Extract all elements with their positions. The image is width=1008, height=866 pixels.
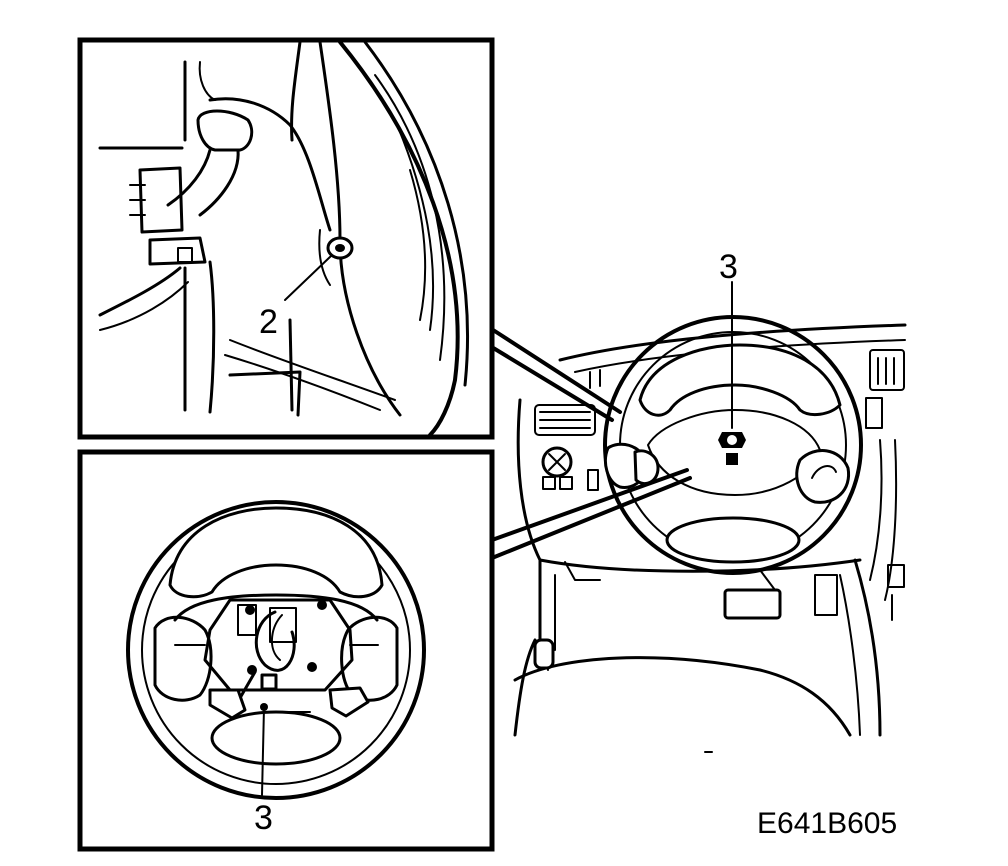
callout-bolt-3-overview: 3: [719, 248, 738, 286]
detail-view-wheel-rear: [77, 449, 495, 852]
callout-bolt-2: 2: [259, 303, 278, 341]
zoom-leader-lines: [488, 326, 692, 560]
dashboard-overview: [513, 281, 907, 753]
detail-view-side-bolt: [77, 37, 495, 440]
callout-connector-3: 3: [254, 799, 273, 837]
figure-id: E641B605: [757, 807, 897, 840]
